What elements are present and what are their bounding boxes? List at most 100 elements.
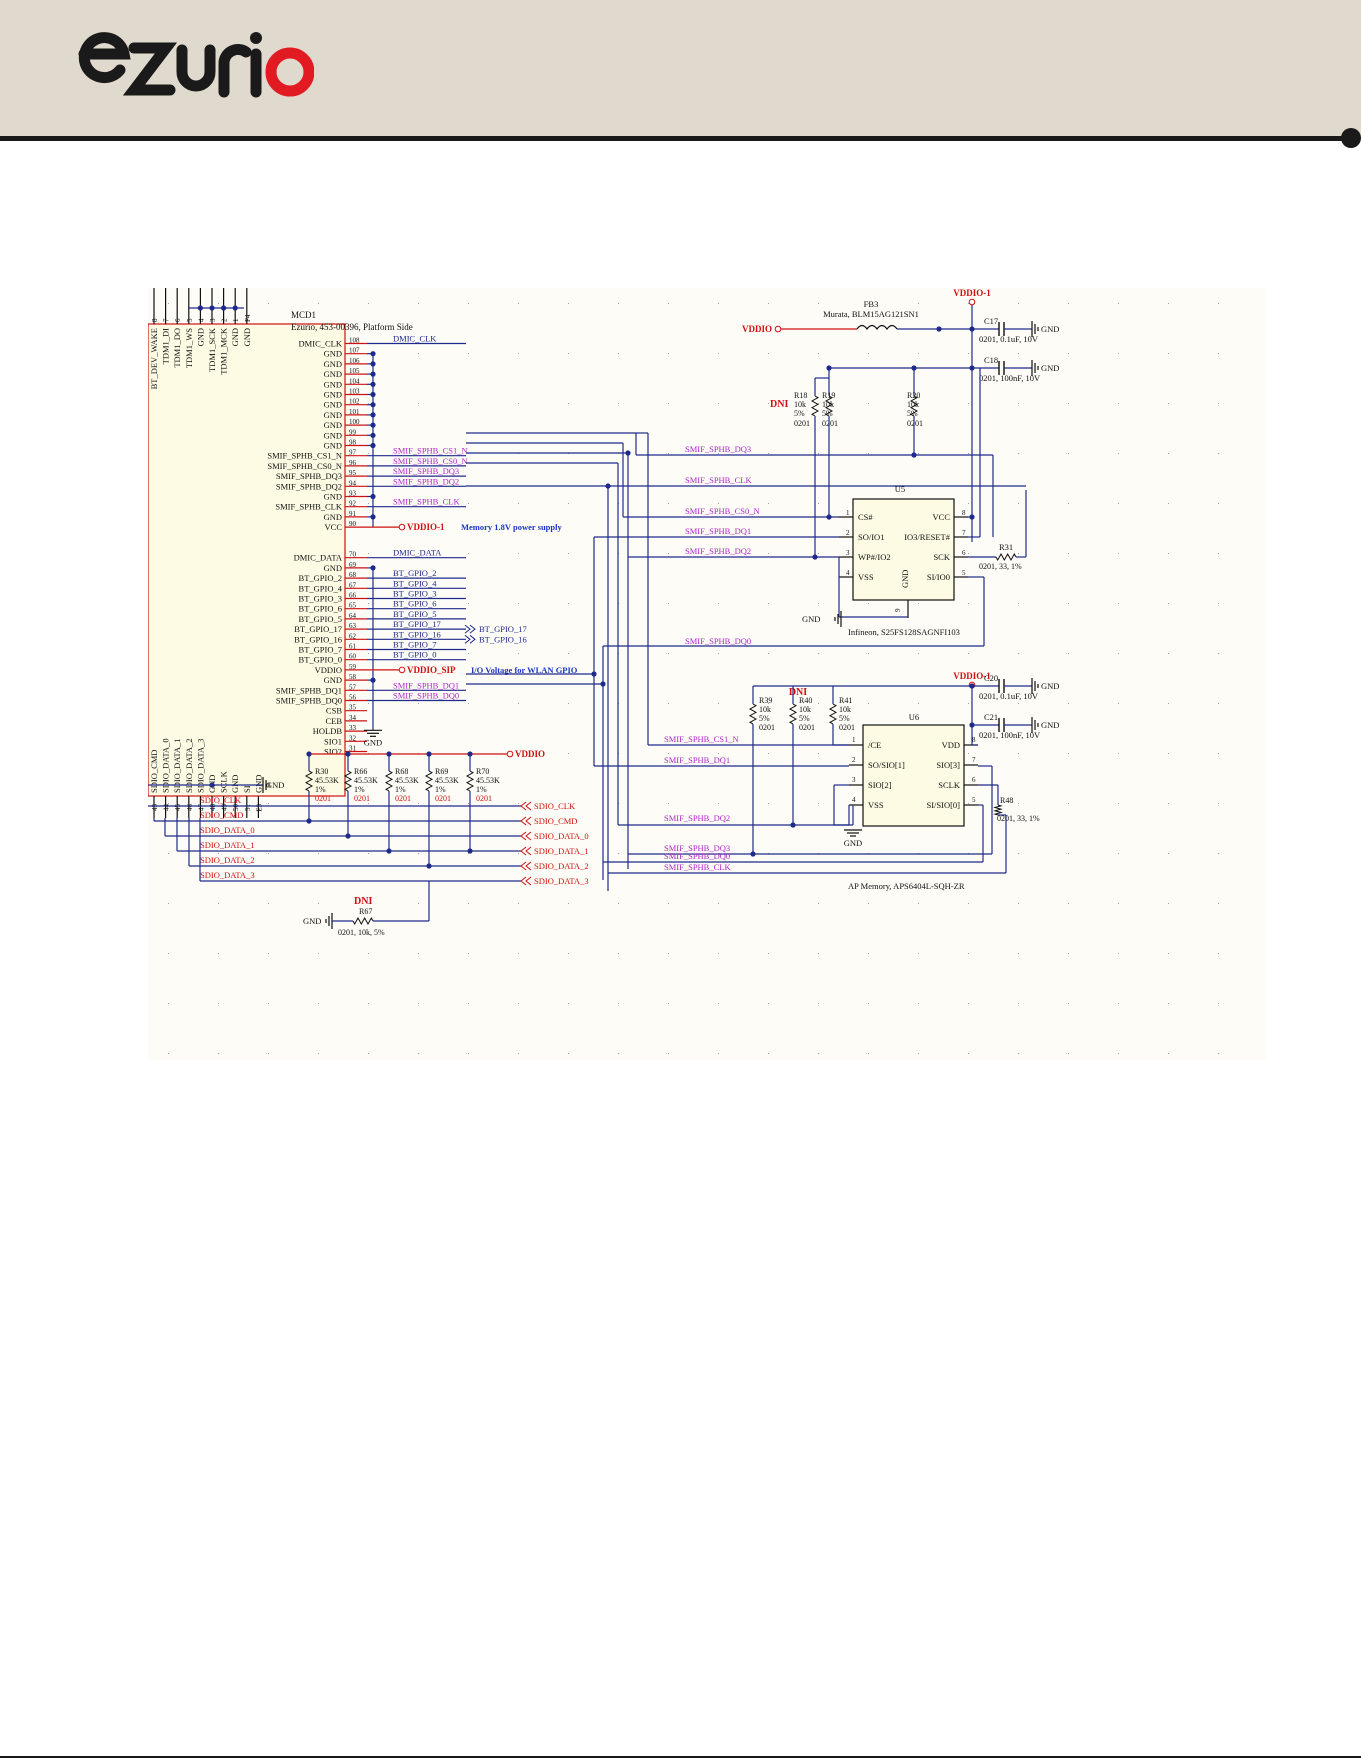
grid-dot — [468, 903, 469, 904]
u5-pin-number: 5 — [962, 569, 966, 577]
grid-dot — [1068, 403, 1069, 404]
grid-dot — [718, 653, 719, 654]
grid-dot — [268, 1003, 269, 1004]
bottom-pin-name: SDIO_DATA_0 — [161, 738, 171, 793]
grid-dot — [1218, 653, 1219, 654]
grid-dot — [518, 603, 519, 604]
grid-dot — [1118, 503, 1119, 504]
net-label: BT_GPIO_16 — [393, 629, 441, 639]
vddio1-u6-label: VDDIO-1 — [953, 671, 991, 681]
top-pin-name: GND — [230, 328, 240, 346]
grid-dot — [718, 1053, 719, 1054]
right-pin-name: GND — [324, 390, 342, 400]
top-pin-number: 2 — [221, 318, 229, 322]
net-label: SMIF_SPHB_CS1_N — [393, 446, 468, 456]
grid-dot — [568, 403, 569, 404]
bottom-pin-number: 50 — [232, 804, 240, 812]
net-label: SMIF_SPHB_DQ2 — [393, 476, 459, 486]
right-pin-number: 106 — [349, 357, 360, 365]
grid-dot — [1168, 353, 1169, 354]
grid-dot — [618, 903, 619, 904]
grid-dot — [168, 303, 169, 304]
pullup-pkg: 0201 — [435, 794, 451, 803]
top-pin-name: TDM1_SCK — [207, 327, 217, 372]
top-pin-name: BT_DEV_WAKE — [149, 328, 159, 389]
grid-dot — [418, 503, 419, 504]
u6-pin-name: SO/SIO[1] — [868, 760, 905, 770]
grid-dot — [1118, 803, 1119, 804]
u6-pullup-pkg: 0201 — [759, 723, 775, 732]
grid-dot — [1168, 1053, 1169, 1054]
vddiosip-port — [398, 666, 406, 674]
right-pin-number: 56 — [349, 694, 357, 702]
right-pin-number: 102 — [349, 398, 360, 406]
r48-resistor — [993, 804, 1003, 816]
grid-dot — [718, 703, 719, 704]
grid-dot — [1118, 303, 1119, 304]
grid-dot — [1218, 703, 1219, 704]
gpio17-arrow — [464, 624, 476, 634]
grid-dot — [368, 653, 369, 654]
right-pin-name: HOLDB — [313, 726, 343, 736]
grid-dot — [518, 1003, 519, 1004]
grid-dot — [218, 1053, 219, 1054]
right-pin-number: 63 — [349, 622, 357, 630]
right-pin-name: BT_GPIO_6 — [299, 604, 342, 614]
grid-dot — [518, 953, 519, 954]
grid-dot — [668, 303, 669, 304]
grid-dot — [968, 353, 969, 354]
grid-dot — [818, 703, 819, 704]
grid-dot — [968, 653, 969, 654]
grid-dot — [718, 803, 719, 804]
sdio-port-label: SDIO_DATA_3 — [534, 876, 589, 886]
net-label: SMIF_SPHB_DQ1 — [664, 755, 730, 765]
vddiosip-label: VDDIO_SIP — [407, 665, 456, 675]
right-pin-number: 93 — [349, 490, 357, 498]
fb3-desc: Murata, BLM15AG121SN1 — [823, 309, 919, 319]
u5-pin-name: SI/IO0 — [927, 572, 950, 582]
grid-dot — [768, 1003, 769, 1004]
grid-dot — [818, 1053, 819, 1054]
u5-pullup-tol: 5% — [794, 409, 805, 418]
grid-dot — [568, 1003, 569, 1004]
u5-pin-name: VSS — [858, 572, 874, 582]
grid-dot — [1118, 1053, 1119, 1054]
fb3-ref: FB3 — [864, 299, 879, 309]
grid-dot — [668, 953, 669, 954]
net-label: BT_GPIO_5 — [393, 609, 436, 619]
grid-dot — [918, 653, 919, 654]
right-pin-name: SIO1 — [324, 736, 342, 746]
u5-pin-number: 6 — [962, 549, 966, 557]
footer-divider — [0, 1756, 1361, 1758]
net-label: SMIF_SPHB_CLK — [393, 497, 460, 507]
u5-pullup-resistor — [909, 395, 919, 417]
grid-dot — [1218, 553, 1219, 554]
bottom-pin-number: 45 — [174, 804, 182, 812]
grid-dot — [1218, 353, 1219, 354]
grid-dot — [1068, 453, 1069, 454]
top-pin-number: F4 — [244, 314, 252, 322]
u5-bottom-pin-number: 9 — [894, 608, 902, 612]
right-pin-number: 97 — [349, 449, 357, 457]
grid-dot — [568, 753, 569, 754]
top-pin-name: TDM1_DO — [172, 328, 182, 368]
net-label: BT_GPIO_4 — [393, 578, 437, 588]
right-pin-number: 92 — [349, 500, 357, 508]
cap-ref: C21 — [984, 712, 998, 722]
grid-dot — [918, 603, 919, 604]
right-pin-name: VDDIO — [315, 665, 342, 675]
u5-pin-number: 1 — [846, 509, 850, 517]
grid-dot — [568, 503, 569, 504]
u5-pullup-value: 10k — [907, 400, 919, 409]
net-label: SMIF_SPHB_DQ0 — [685, 636, 751, 646]
right-pin-name: GND — [324, 410, 342, 420]
sdio-port-arrow — [520, 876, 532, 886]
grid-dot — [968, 803, 969, 804]
grid-dot — [918, 303, 919, 304]
right-pin-number: 95 — [349, 469, 357, 477]
right-pin-name: BT_GPIO_7 — [299, 645, 342, 655]
grid-dot — [518, 353, 519, 354]
grid-dot — [818, 803, 819, 804]
grid-dot — [968, 553, 969, 554]
grid-dot — [468, 303, 469, 304]
